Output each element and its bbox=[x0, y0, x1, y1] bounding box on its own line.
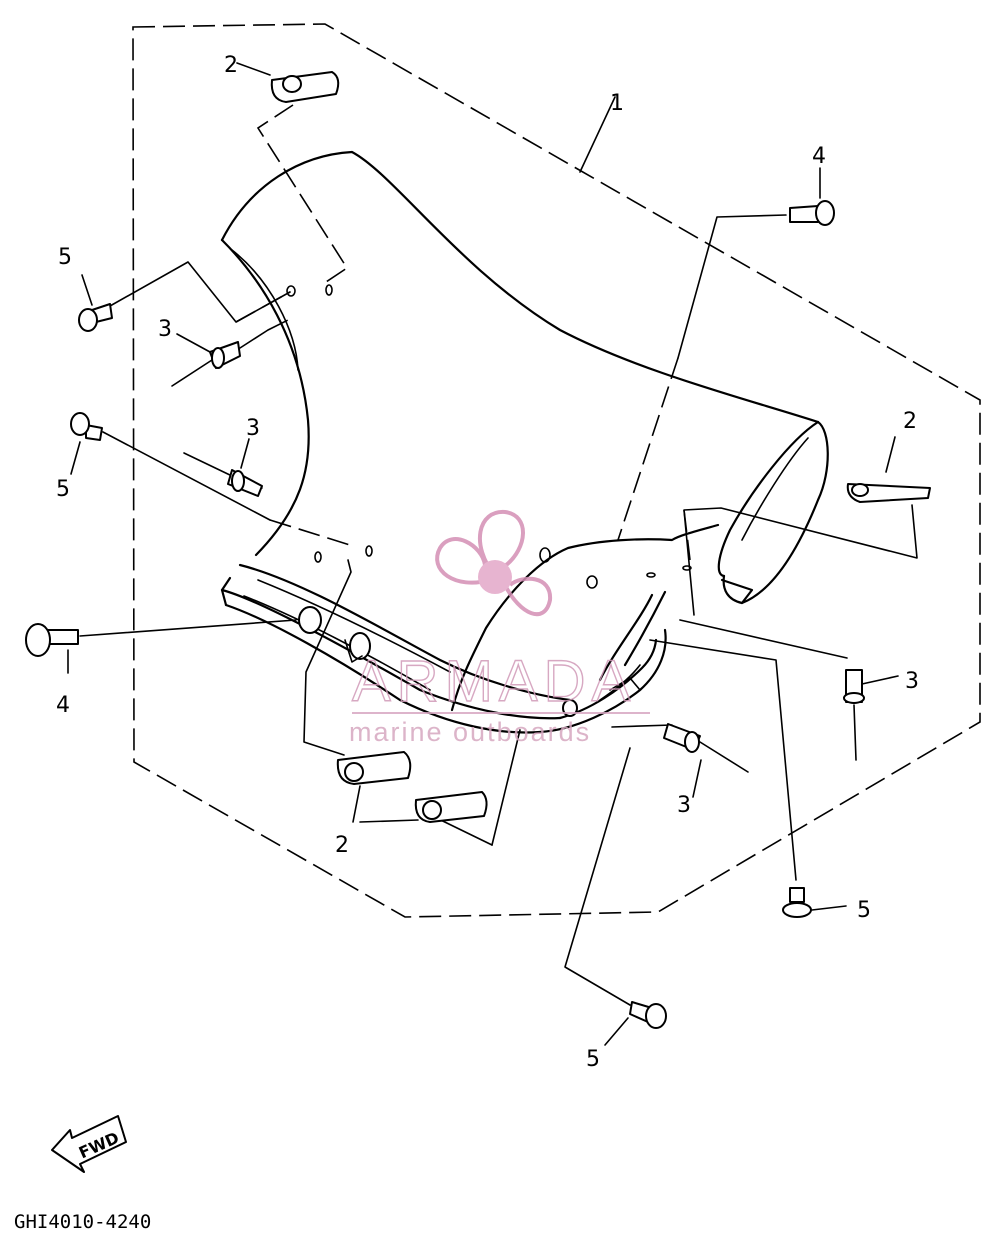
bolt-left bbox=[70, 412, 103, 441]
callout-5-lower-right: 5 bbox=[857, 898, 871, 923]
assembly-boundary bbox=[132, 23, 981, 918]
plate-nut-bottom-center bbox=[414, 791, 488, 823]
watermark-brand: ARMADA bbox=[352, 649, 636, 714]
callout-3-lower-right: 3 bbox=[677, 793, 691, 818]
callout-2-right: 2 bbox=[903, 409, 917, 434]
callout-labels: 1 2 2 2 3 3 3 3 4 4 5 5 5 5 bbox=[56, 53, 919, 1072]
bottom-cowling bbox=[220, 150, 829, 734]
callout-3-upper-left: 3 bbox=[158, 317, 172, 342]
callout-1: 1 bbox=[610, 91, 624, 116]
rivet-left bbox=[183, 452, 263, 497]
callout-3-left: 3 bbox=[246, 416, 260, 441]
bolt-lower-right bbox=[782, 887, 812, 918]
watermark-tagline: marine outboards bbox=[349, 717, 591, 747]
callout-2-top: 2 bbox=[224, 53, 238, 78]
armada-watermark: ARMADA marine outboards bbox=[349, 509, 650, 747]
callout-4-left: 4 bbox=[56, 693, 70, 718]
callout-4-upper-right: 4 bbox=[812, 144, 826, 169]
plate-nut-right bbox=[846, 483, 931, 503]
fwd-arrow-icon: FWD bbox=[51, 1115, 127, 1173]
screw-upper-right bbox=[789, 200, 835, 226]
callout-2-bottom: 2 bbox=[335, 833, 349, 858]
rivet-lower-right bbox=[663, 723, 749, 773]
callout-5-left: 5 bbox=[56, 477, 70, 502]
drawing-code: GHI4010-4240 bbox=[14, 1211, 151, 1233]
leader-lines bbox=[67, 62, 918, 1046]
callout-3-right: 3 bbox=[905, 669, 919, 694]
bolt-upper-left bbox=[78, 303, 113, 332]
bolt-bottom bbox=[629, 1001, 667, 1029]
rivet-upper-left bbox=[171, 341, 241, 387]
rivet-right-vertical bbox=[843, 669, 865, 761]
plate-nut-top bbox=[270, 71, 340, 103]
callout-5-bottom: 5 bbox=[586, 1047, 600, 1072]
propeller-logo-icon bbox=[435, 509, 553, 617]
screw-left bbox=[25, 623, 79, 657]
callout-5-upper-left: 5 bbox=[58, 245, 72, 270]
plate-nut-bottom-left bbox=[336, 751, 412, 785]
